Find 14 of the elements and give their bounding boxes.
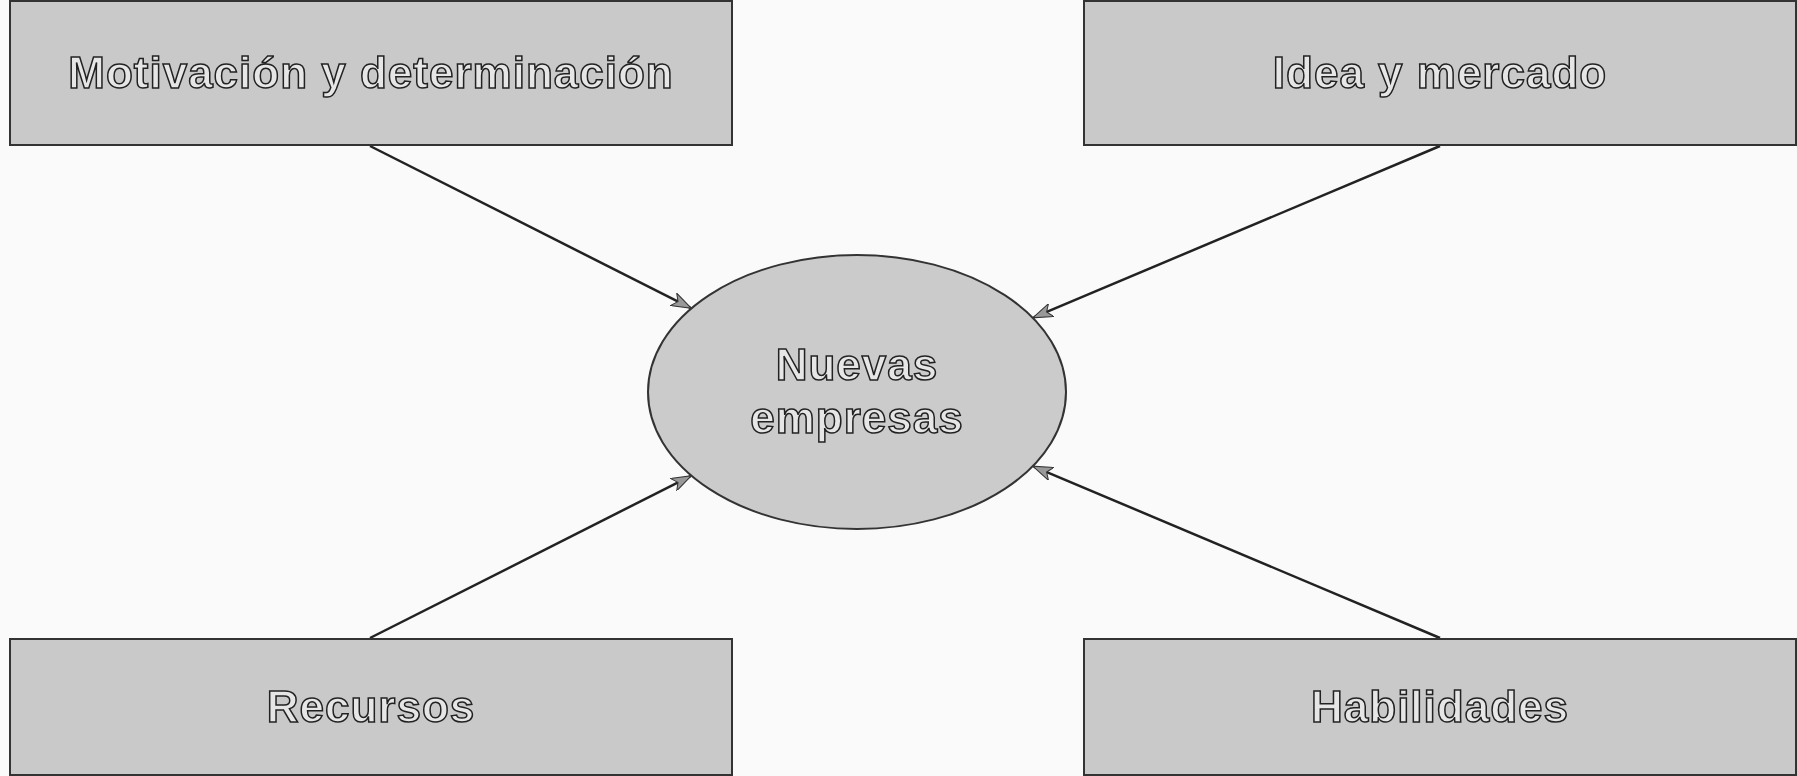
node-text: Idea y mercado bbox=[1272, 48, 1608, 98]
arrow bbox=[369, 475, 692, 640]
factor-box bbox=[9, 638, 733, 776]
ellipse-node bbox=[647, 254, 1067, 530]
node-text: Habilidades bbox=[1311, 682, 1569, 732]
arrow bbox=[1032, 465, 1441, 640]
node-text: Motivación y determinación bbox=[68, 48, 674, 98]
factor-box bbox=[1083, 638, 1797, 776]
factor-box bbox=[9, 0, 733, 146]
arrow bbox=[369, 144, 692, 309]
arrow bbox=[1032, 144, 1441, 319]
node-text: Recursos bbox=[266, 682, 476, 732]
node-text: Nuevas empresas bbox=[749, 339, 965, 444]
factor-box bbox=[1083, 0, 1797, 146]
